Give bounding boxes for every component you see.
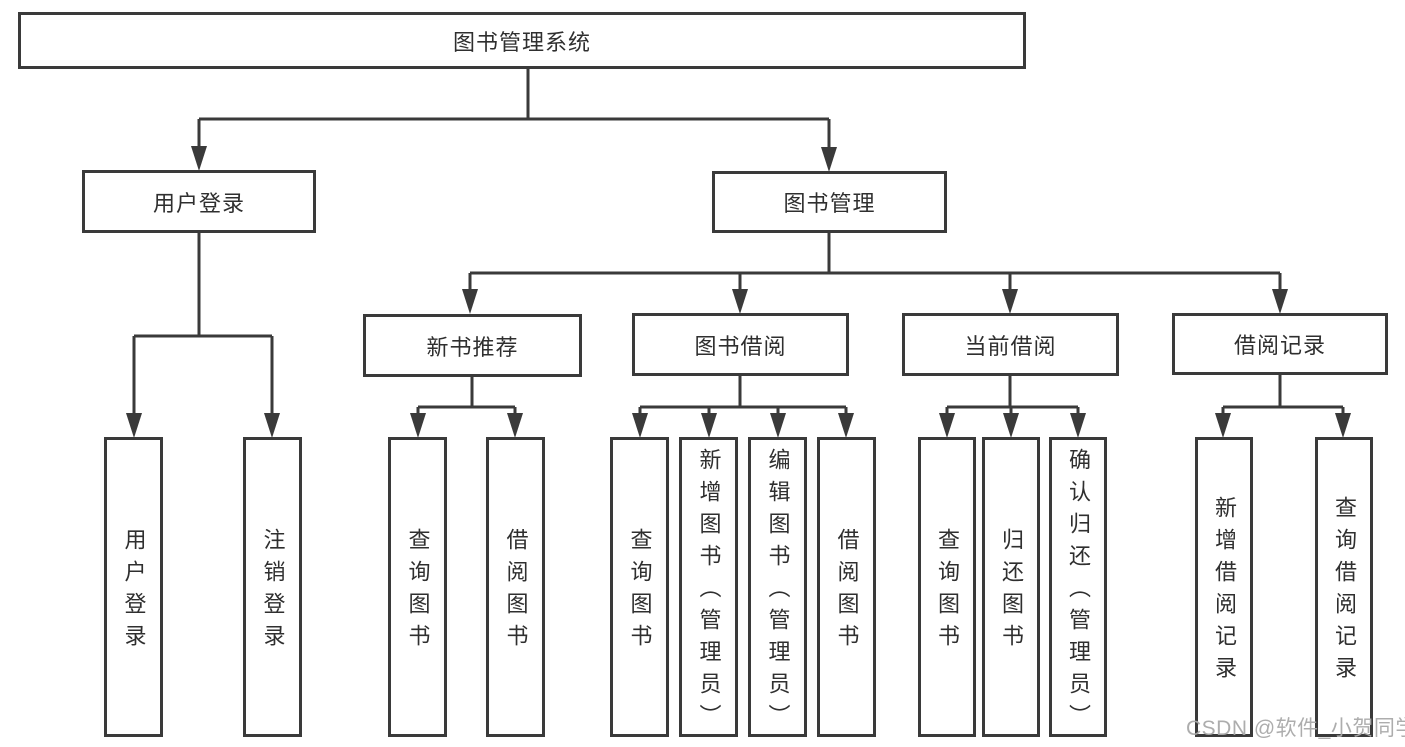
arrow-icon	[939, 413, 955, 438]
arrow-icon	[1070, 413, 1086, 438]
node-current-borrow: 当前借阅	[902, 313, 1119, 376]
leaf-query-books-recommend: 查询图书	[388, 437, 447, 737]
node-label: 新书推荐	[426, 334, 519, 360]
arrow-icon	[770, 413, 786, 438]
node-label: 新增图书（管理员）	[696, 448, 722, 736]
arrow-icon	[410, 413, 426, 438]
node-label: 用户登录	[152, 190, 245, 216]
node-label: 当前借阅	[964, 333, 1057, 359]
leaf-logout: 注销登录	[243, 437, 302, 737]
node-label: 借阅图书	[834, 528, 860, 656]
arrow-icon	[507, 413, 523, 438]
arrow-icon	[126, 413, 142, 438]
leaf-confirm-return-admin: 确认归还（管理员）	[1049, 437, 1107, 737]
node-label: 图书管理	[783, 191, 876, 216]
node-label: 新增借阅记录	[1212, 496, 1237, 688]
node-label: 确认归还（管理员）	[1066, 448, 1091, 736]
node-label: 查询图书	[935, 528, 960, 656]
csdn-watermark: CSDN @软件_小贺同学	[1186, 717, 1405, 740]
leaf-borrow-books-recommend: 借阅图书	[486, 437, 545, 737]
node-label: 注销登录	[260, 528, 286, 656]
node-library-system: 图书管理系统	[18, 12, 1026, 69]
arrow-icon	[462, 289, 478, 314]
arrow-icon	[701, 413, 717, 438]
arrow-icon	[821, 147, 837, 172]
node-user-login: 用户登录	[82, 170, 316, 233]
arrow-icon	[1335, 413, 1351, 438]
node-label: 归还图书	[999, 528, 1024, 656]
arrow-icon	[1002, 289, 1018, 314]
node-label: 查询借阅记录	[1332, 496, 1357, 688]
arrow-icon	[191, 146, 207, 171]
node-book-borrow: 图书借阅	[632, 313, 849, 376]
arrow-icon	[1003, 413, 1019, 438]
node-new-book-recommend: 新书推荐	[363, 314, 582, 377]
leaf-query-borrow-record: 查询借阅记录	[1315, 437, 1373, 737]
node-label: 用户登录	[121, 528, 147, 656]
leaf-query-books-current: 查询图书	[918, 437, 976, 737]
leaf-edit-book-admin: 编辑图书（管理员）	[748, 437, 807, 737]
leaf-add-borrow-record: 新增借阅记录	[1195, 437, 1253, 737]
connector-path	[132, 68, 1345, 415]
node-label: 编辑图书（管理员）	[765, 448, 791, 736]
node-label: 借阅记录	[1233, 333, 1326, 358]
leaf-return-book: 归还图书	[982, 437, 1040, 737]
node-borrow-records: 借阅记录	[1172, 313, 1388, 375]
leaf-query-books-borrow: 查询图书	[610, 437, 669, 737]
node-label: 图书借阅	[694, 333, 787, 359]
node-label: 查询图书	[627, 528, 653, 656]
arrow-icon	[264, 413, 280, 438]
arrow-icon	[1215, 413, 1231, 438]
node-label: 图书管理系统	[452, 29, 591, 55]
arrow-icon	[1272, 289, 1288, 314]
arrowheads	[126, 146, 1351, 438]
arrow-icon	[732, 289, 748, 314]
node-label: 查询图书	[405, 528, 431, 656]
leaf-add-book-admin: 新增图书（管理员）	[679, 437, 738, 737]
node-label: 借阅图书	[503, 528, 529, 656]
arrow-icon	[838, 413, 854, 438]
node-book-management: 图书管理	[712, 171, 947, 233]
leaf-borrow-books: 借阅图书	[817, 437, 876, 737]
arrow-icon	[632, 413, 648, 438]
leaf-user-login: 用户登录	[104, 437, 163, 737]
